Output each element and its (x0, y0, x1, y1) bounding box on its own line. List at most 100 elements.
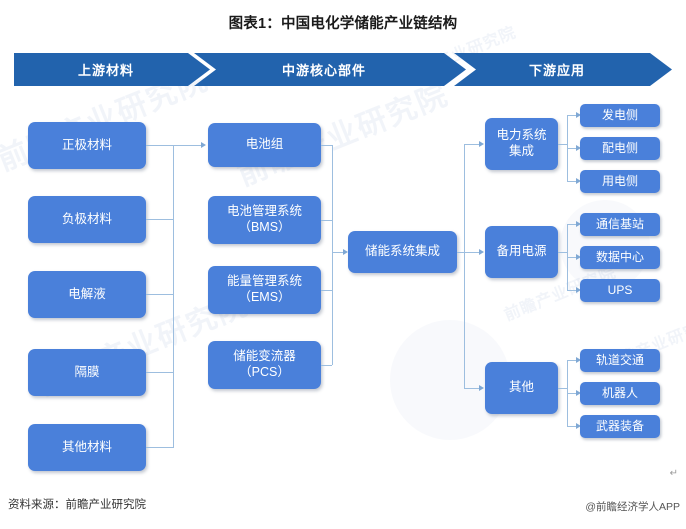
connector-downstream-branch (464, 252, 481, 253)
node-label-line1: 能量管理系统 (226, 274, 302, 289)
node-label: 负极材料 (61, 211, 112, 226)
node-label: 武器装备 (595, 419, 644, 433)
page-title: 图表1：中国电化学储能产业链结构 (228, 16, 458, 32)
connector-midstream-to-integration (332, 252, 346, 253)
connector-group2-out (558, 252, 567, 253)
node-label-line1: 电力系统 (496, 128, 547, 143)
connector-downstream-branch (464, 388, 481, 389)
node-telecom-base-station[interactable]: 通信基站 (580, 213, 660, 236)
arrow-into-backup-power (479, 248, 484, 255)
connector-midstream-stub (321, 145, 332, 146)
connector-midstream-bus (332, 145, 333, 365)
node-label: 隔膜 (74, 364, 100, 379)
node-label-line2: （BMS） (238, 220, 291, 234)
node-bms[interactable]: 电池管理系统 （BMS） (208, 196, 321, 244)
node-label: 电解液 (68, 286, 106, 301)
connector-group1-out (558, 144, 567, 145)
connector-upstream-bus (173, 145, 174, 448)
node-electrolyte[interactable]: 电解液 (28, 271, 146, 318)
connector-upstream-stub (146, 219, 173, 220)
banner-downstream: 下游应用 (454, 53, 672, 86)
node-generation-side[interactable]: 发电侧 (580, 104, 660, 127)
node-label-line2: （EMS） (238, 290, 291, 304)
connector-downstream-branch (464, 144, 481, 145)
connector-midstream-stub (321, 365, 332, 366)
arrow-into-consumption-side (576, 177, 581, 184)
arrow-into-ups (576, 286, 581, 293)
source-note: 资料来源：前瞻产业研究院 (8, 499, 146, 511)
node-label: 用电侧 (601, 174, 638, 188)
connector-upstream-to-battery (173, 145, 203, 146)
arrow-into-telecom-base-station (576, 220, 581, 227)
banner-downstream-label: 下游应用 (528, 63, 585, 78)
banner-midstream: 中游核心部件 (194, 53, 466, 86)
connector-integration-out (457, 252, 464, 253)
connector-upstream-stub (146, 447, 173, 448)
node-label: 其他 (508, 380, 534, 395)
connector-group3-leaf (567, 393, 578, 394)
arrow-into-battery-pack (201, 141, 206, 148)
node-label: 轨道交通 (595, 353, 644, 367)
connector-midstream-stub (321, 220, 332, 221)
node-anode-material[interactable]: 负极材料 (28, 196, 146, 243)
node-rail-transit[interactable]: 轨道交通 (580, 349, 660, 372)
node-label-line2: （PCS） (239, 365, 290, 379)
node-other-materials[interactable]: 其他材料 (28, 424, 146, 471)
node-label: 配电侧 (601, 141, 638, 155)
node-label-line2: 集成 (508, 144, 534, 158)
arrow-into-others (479, 384, 484, 391)
credit-note: @前瞻经济学人APP (585, 501, 680, 513)
arrow-into-robot (576, 389, 581, 396)
node-label-line1: 电池管理系统 (226, 204, 302, 219)
connector-group1-leaf (567, 115, 578, 116)
connector-group2-leaf (567, 224, 578, 225)
node-label: 发电侧 (601, 108, 638, 122)
connector-upstream-stub (146, 145, 173, 146)
connector-group2-leaf (567, 257, 578, 258)
connector-group3-leaf (567, 360, 578, 361)
node-separator[interactable]: 隔膜 (28, 349, 146, 396)
arrow-into-rail-transit (576, 356, 581, 363)
node-label: 数据中心 (595, 250, 644, 264)
node-label: 备用电源 (496, 244, 547, 259)
node-label: 通信基站 (595, 217, 644, 231)
arrow-into-data-center (576, 253, 581, 260)
arrow-into-weapon-equipment (576, 422, 581, 429)
node-label: 储能系统集成 (364, 244, 440, 259)
arrow-into-power-system (479, 140, 484, 147)
connector-group3-leaf (567, 426, 578, 427)
connector-group3-out (558, 388, 567, 389)
node-label-line1: 储能变流器 (233, 349, 296, 364)
node-label: 电池组 (245, 137, 284, 152)
node-consumption-side[interactable]: 用电侧 (580, 170, 660, 193)
node-battery-pack[interactable]: 电池组 (208, 123, 321, 167)
node-robot[interactable]: 机器人 (580, 382, 660, 405)
connector-upstream-stub (146, 294, 173, 295)
node-others[interactable]: 其他 (485, 362, 558, 414)
connector-downstream-bus (464, 144, 465, 388)
node-backup-power[interactable]: 备用电源 (485, 226, 558, 278)
node-ems[interactable]: 能量管理系统 （EMS） (208, 266, 321, 314)
banner-midstream-label: 中游核心部件 (281, 63, 366, 78)
node-power-system-integration[interactable]: 电力系统 集成 (485, 118, 558, 170)
banner-upstream: 上游材料 (14, 53, 210, 86)
node-label: 正极材料 (61, 137, 112, 152)
banner-upstream-label: 上游材料 (77, 63, 134, 78)
connector-upstream-stub (146, 372, 173, 373)
node-distribution-side[interactable]: 配电侧 (580, 137, 660, 160)
node-storage-system-integration[interactable]: 储能系统集成 (348, 231, 457, 273)
arrow-into-distribution-side (576, 144, 581, 151)
node-label: UPS (607, 283, 633, 297)
node-weapon-equipment[interactable]: 武器装备 (580, 415, 660, 438)
node-cathode-material[interactable]: 正极材料 (28, 122, 146, 169)
arrow-into-integration (343, 248, 348, 255)
pilcrow-mark: ↵ (669, 468, 678, 479)
connector-group2-leaf (567, 290, 578, 291)
node-ups[interactable]: UPS (580, 279, 660, 302)
arrow-into-generation-side (576, 111, 581, 118)
node-data-center[interactable]: 数据中心 (580, 246, 660, 269)
node-pcs[interactable]: 储能变流器 （PCS） (208, 341, 321, 389)
connector-midstream-stub (321, 290, 332, 291)
connector-group1-leaf (567, 148, 578, 149)
